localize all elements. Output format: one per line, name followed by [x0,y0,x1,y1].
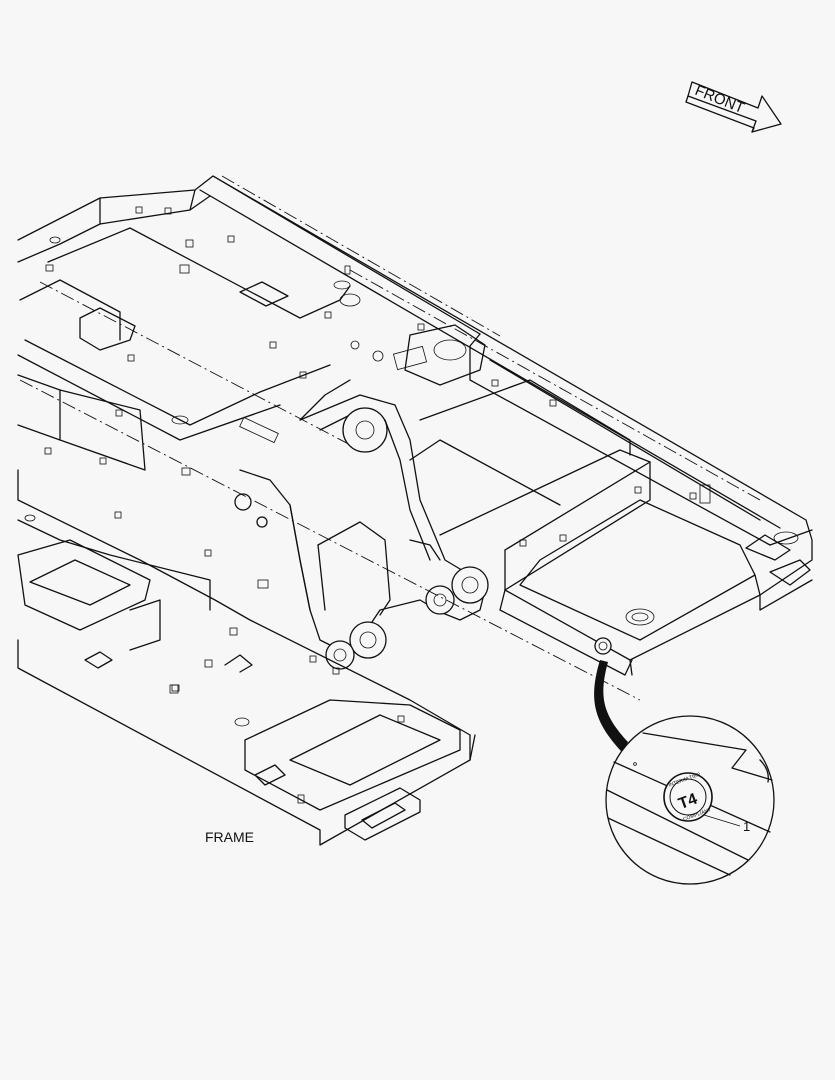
boom-mount-tower [234,324,489,670]
callout-leader-line [703,814,741,827]
detail-magnifier: T4 INTERIM TIER COMPLIANT [605,715,775,885]
hardware-blocks [44,206,711,723]
frame-caption: FRAME [205,829,254,845]
right-side-rail [199,175,813,611]
upper-frame-outline [17,175,501,451]
t4-compliant-badge: T4 INTERIM TIER COMPLIANT [663,771,713,823]
front-direction-arrow: FRONT [685,81,782,133]
front-cross-member [409,379,761,676]
badge-center-text: T4 [676,791,699,813]
callout-leader [594,660,628,752]
callout-number: 1 [743,819,750,834]
left-lower-frame [17,236,476,846]
front-label: FRONT [693,82,747,117]
centerline-dashes [19,269,761,701]
